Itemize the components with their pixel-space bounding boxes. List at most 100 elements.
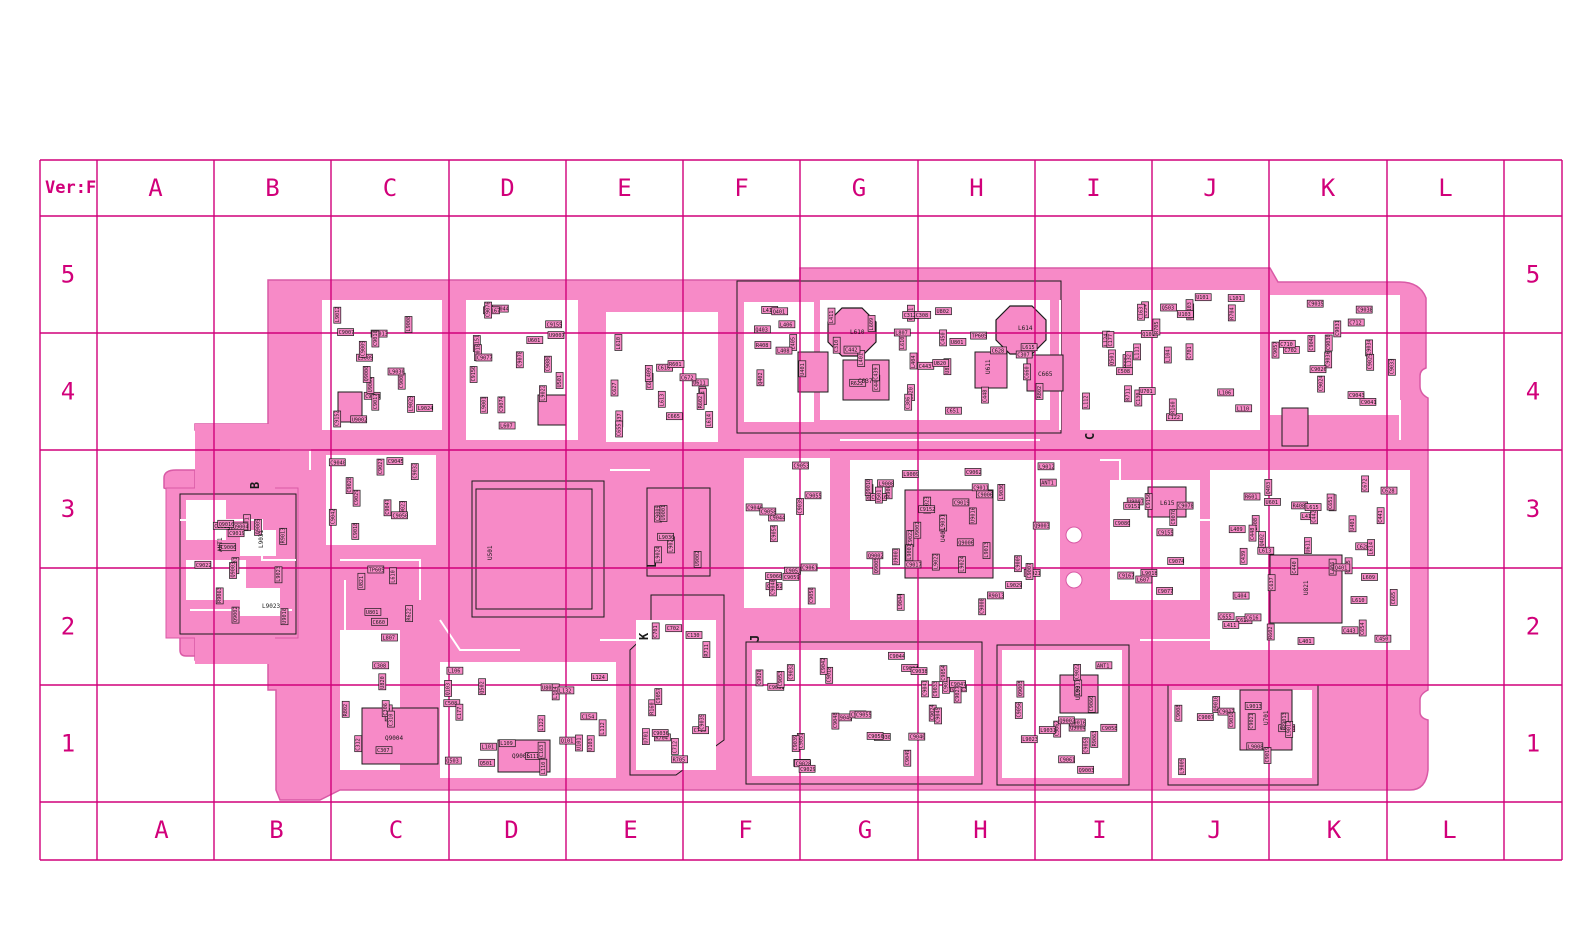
component-body [819, 658, 828, 675]
component-ref: C710 [694, 728, 707, 734]
component-body [274, 566, 283, 584]
component: R622 [405, 605, 413, 622]
component-ref: C9077 [1158, 589, 1174, 595]
component-body [702, 641, 711, 658]
component-body [1137, 303, 1145, 321]
component-body [1217, 388, 1235, 397]
component-body [903, 749, 912, 767]
component: U821 [357, 572, 366, 590]
component-ref: C9019 [229, 531, 245, 537]
component-ref: L9029 [409, 396, 415, 412]
component-ref: C9051 [786, 569, 802, 575]
component-ref: L9009 [358, 356, 374, 362]
ic-u802 [1281, 407, 1309, 447]
component-ref: C701 [653, 625, 659, 638]
component-ref: C9078 [1178, 504, 1194, 510]
component: C9049 [903, 749, 912, 767]
component: C628 [990, 346, 1007, 355]
component: C9055 [804, 491, 822, 499]
component: C9151 [1123, 501, 1140, 510]
component-ref: C307 [377, 748, 390, 754]
component-ref: L410 [763, 308, 776, 314]
component-ref: U401 [1350, 518, 1356, 531]
component: Q9003 [1077, 765, 1094, 774]
component: C9045 [386, 457, 404, 465]
component: C450 [939, 329, 947, 347]
component: L9012 [1285, 721, 1294, 738]
ic-u501 [475, 488, 593, 610]
component: L9008 [1246, 742, 1264, 750]
component-ref: U601 [528, 338, 541, 344]
component: U801 [949, 338, 967, 346]
component-body [1058, 755, 1075, 764]
component: C9155 [1156, 528, 1174, 536]
component-body [405, 605, 413, 622]
component: Q9005 [254, 519, 262, 536]
component-ref: U501 [876, 490, 882, 503]
component-ref: C9051 [798, 733, 804, 749]
component-body [1347, 391, 1365, 399]
component-ref: C9028 [347, 477, 353, 493]
component-ref: C163 [1139, 307, 1145, 320]
component-body [990, 346, 1007, 355]
component: U401 [798, 360, 807, 378]
component: C9041 [921, 680, 929, 698]
component-body [832, 336, 841, 354]
component-body [1247, 713, 1256, 731]
component-body [280, 608, 289, 626]
component-ref: C9039 [793, 735, 799, 751]
component: C9039 [796, 498, 804, 515]
component: U601 [526, 336, 544, 344]
component-ref: U9001 [894, 548, 900, 564]
component-ref: U820 [934, 361, 947, 367]
component: C9019 [952, 498, 970, 506]
component-body [872, 364, 880, 382]
component: Q503 [444, 756, 462, 765]
component-ref: C9022 [1075, 664, 1081, 680]
component-ref: C627 [612, 383, 618, 396]
component-ref: L9008 [1248, 744, 1264, 750]
component: C9167 [1117, 571, 1134, 580]
component-ref: L607 [1137, 578, 1150, 584]
component: U101 [1194, 293, 1212, 301]
component-ref: C9038 [912, 669, 928, 675]
component-body [333, 410, 342, 428]
component: R408 [754, 341, 772, 349]
component-body [857, 350, 866, 367]
component: C655 [1217, 612, 1235, 620]
component-body [389, 567, 397, 585]
component-body [229, 562, 237, 579]
component-body [776, 671, 785, 688]
component-body [1304, 503, 1322, 511]
component: C9046 [1307, 335, 1316, 352]
component-ref: C9041 [923, 680, 929, 696]
component-ref: C9027 [955, 686, 961, 702]
component: C439 [872, 364, 880, 382]
component: L111 [1133, 343, 1141, 361]
component-body [931, 553, 940, 571]
component-ref: C442 [1312, 510, 1318, 523]
component-ref: L101 [482, 745, 495, 751]
component: C9033 [931, 681, 940, 698]
component: L9001 [905, 544, 914, 562]
component: Q503 [1160, 303, 1177, 312]
component-silkscreen: ANT1L9031L9023R9063C9022Q9005Q9004U9016Q… [194, 293, 1398, 776]
component-body [756, 369, 765, 387]
component-body [215, 587, 224, 605]
component: C508 [1116, 367, 1133, 375]
component-ref: L615 [1306, 505, 1319, 511]
component-ref: L409 [646, 368, 652, 381]
component-ref: L404 [1234, 594, 1247, 600]
component-body [1380, 486, 1398, 495]
component-ref: C154 [1143, 304, 1149, 317]
column-header-e: E [617, 174, 631, 202]
component: L9029 [1005, 581, 1022, 589]
component-body [410, 463, 419, 480]
component-ref: L122 [539, 718, 545, 731]
component: L404 [909, 352, 918, 370]
component-body [480, 396, 488, 414]
component: ANT1 [1095, 661, 1113, 669]
component-body [227, 529, 245, 538]
component-ref: C9048 [770, 579, 776, 595]
component: C9031 [1333, 320, 1342, 338]
